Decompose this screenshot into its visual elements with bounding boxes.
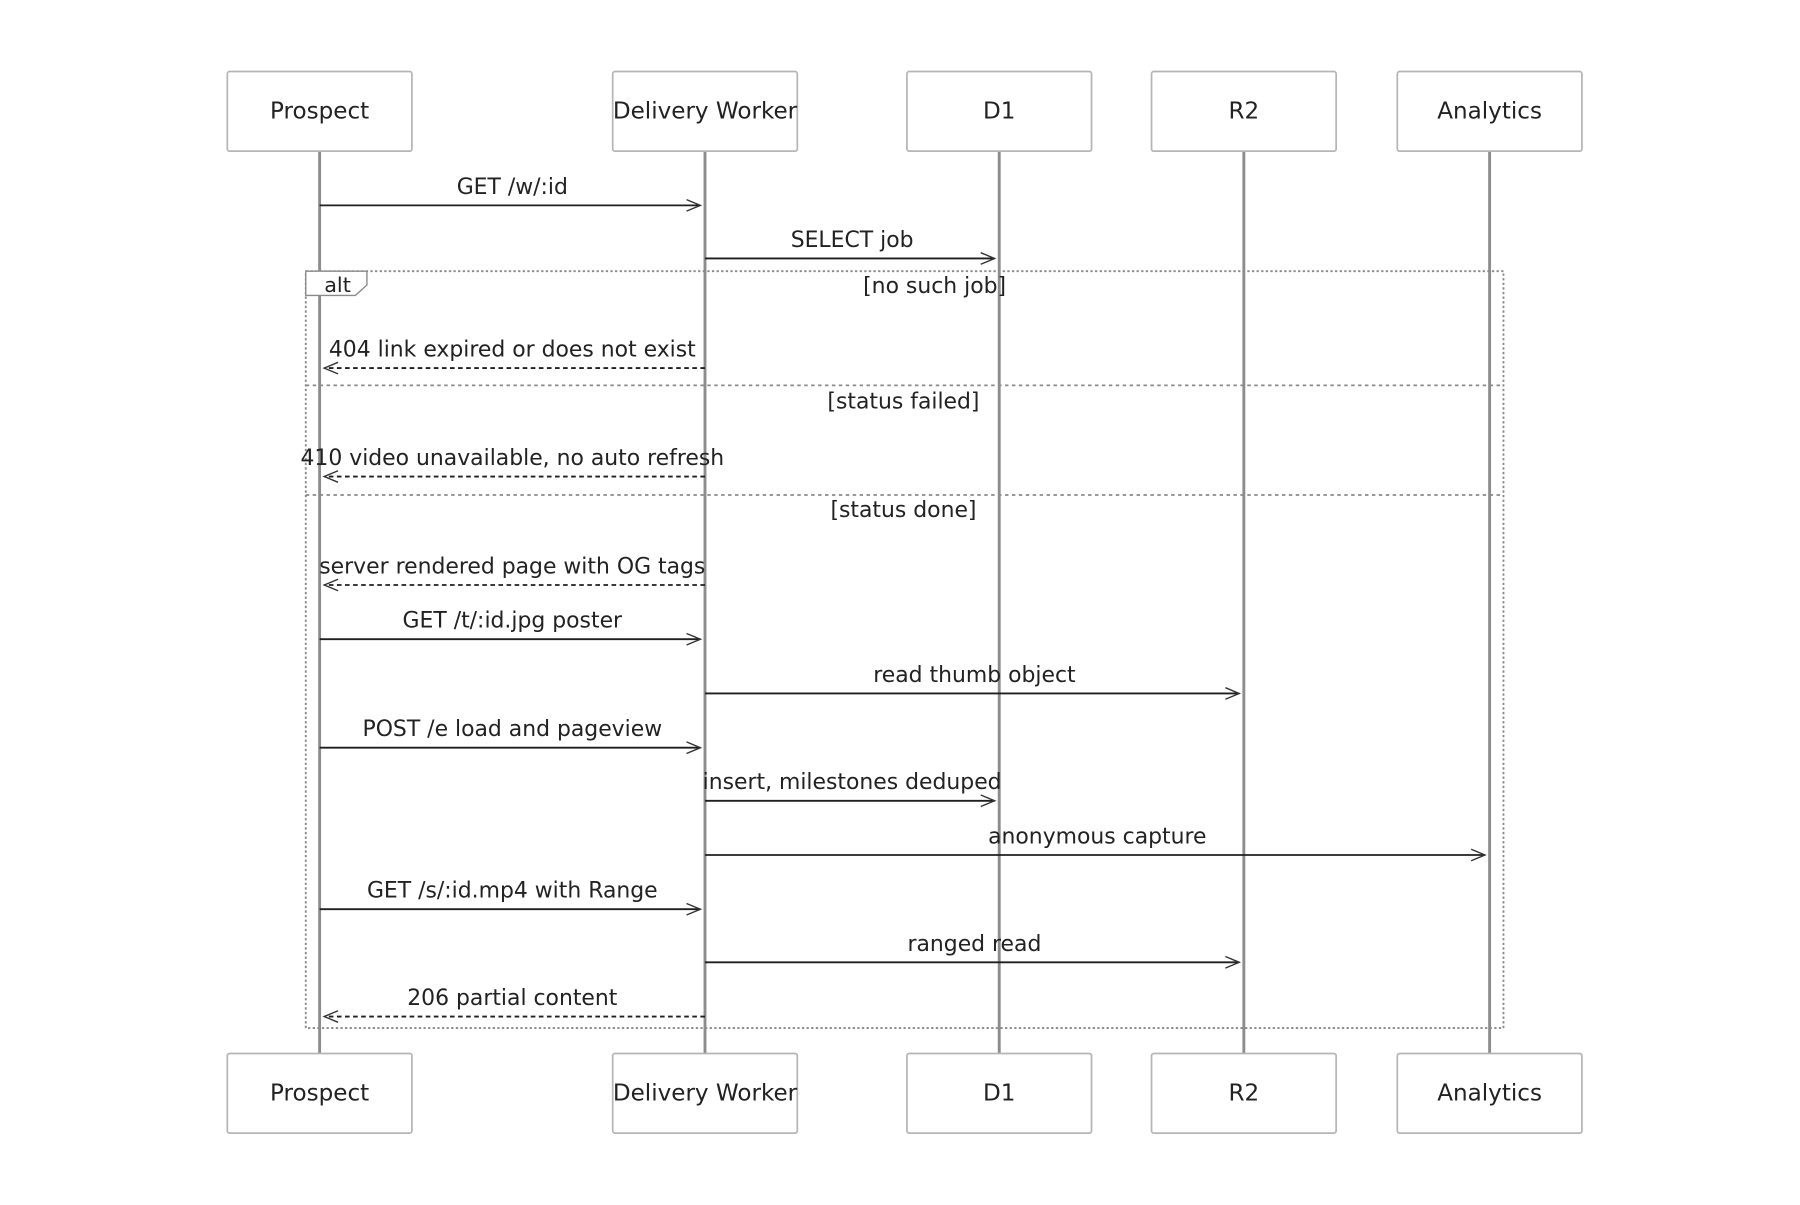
message-label: 404 link expired or does not exist — [329, 338, 696, 363]
participant-label: R2 — [1228, 98, 1259, 124]
alt-frame-kind: alt — [324, 273, 351, 297]
participant-label: Delivery Worker — [613, 98, 798, 124]
participant-box-prospect-bottom: Prospect — [226, 1052, 413, 1134]
alt-condition: [status done] — [830, 498, 976, 523]
participant-box-r2-top: R2 — [1150, 70, 1338, 153]
arrowhead-icon — [322, 578, 339, 592]
message-label: ranged read — [907, 932, 1041, 957]
arrowhead-icon — [980, 794, 997, 808]
alt-condition: [status failed] — [827, 389, 979, 414]
alt-frame-tab — [305, 270, 368, 297]
arrowhead-icon — [322, 470, 339, 483]
arrowhead-icon — [686, 632, 703, 646]
participant-box-worker-bottom: Delivery Worker — [611, 1052, 799, 1134]
participant-box-r2-bottom: R2 — [1150, 1052, 1338, 1134]
diagram-root: alt [no such job] [status failed] [status d… — [226, 70, 1583, 1134]
message-label: 206 partial content — [407, 986, 618, 1011]
participant-label: D1 — [983, 1080, 1015, 1106]
participant-label: Delivery Worker — [613, 1080, 798, 1106]
alt-frame — [304, 270, 1505, 1029]
participant-label: Prospect — [270, 98, 369, 124]
message-label: SELECT job — [791, 228, 914, 253]
message-label: GET /s/:id.mp4 with Range — [367, 879, 658, 904]
arrowhead-icon — [686, 902, 703, 916]
arrowhead-icon — [1470, 848, 1487, 862]
arrowhead-icon — [686, 741, 703, 755]
participant-box-prospect-top: Prospect — [226, 70, 413, 153]
participant-label: D1 — [983, 98, 1015, 124]
message-label: read thumb object — [873, 663, 1076, 688]
arrowhead-icon — [322, 361, 339, 375]
participant-box-analytics-bottom: Analytics — [1396, 1052, 1583, 1134]
arrowhead-icon — [980, 252, 997, 265]
arrowhead-icon — [1225, 687, 1242, 700]
participant-label: Analytics — [1437, 1080, 1542, 1106]
message-label: insert, milestones deduped — [703, 770, 1002, 795]
message-label: anonymous capture — [988, 824, 1206, 849]
alt-condition: [no such job] — [863, 274, 1006, 299]
participant-box-analytics-top: Analytics — [1396, 70, 1583, 153]
participant-box-worker-top: Delivery Worker — [611, 70, 799, 153]
message-label: GET /t/:id.jpg poster — [403, 609, 623, 634]
arrowhead-icon — [322, 1010, 339, 1023]
participant-label: R2 — [1228, 1080, 1259, 1106]
arrowhead-icon — [686, 198, 703, 212]
message-label: POST /e load and pageview — [362, 717, 662, 742]
participant-box-d1-bottom: D1 — [906, 1052, 1093, 1134]
message-label: GET /w/:id — [457, 175, 568, 200]
participant-label: Prospect — [270, 1080, 369, 1106]
participant-label: Analytics — [1437, 98, 1542, 124]
arrowhead-icon — [1225, 955, 1242, 969]
message-label: 410 video unavailable, no auto refresh — [300, 446, 724, 471]
participant-box-d1-top: D1 — [906, 70, 1093, 153]
message-label: server rendered page with OG tags — [319, 554, 705, 579]
